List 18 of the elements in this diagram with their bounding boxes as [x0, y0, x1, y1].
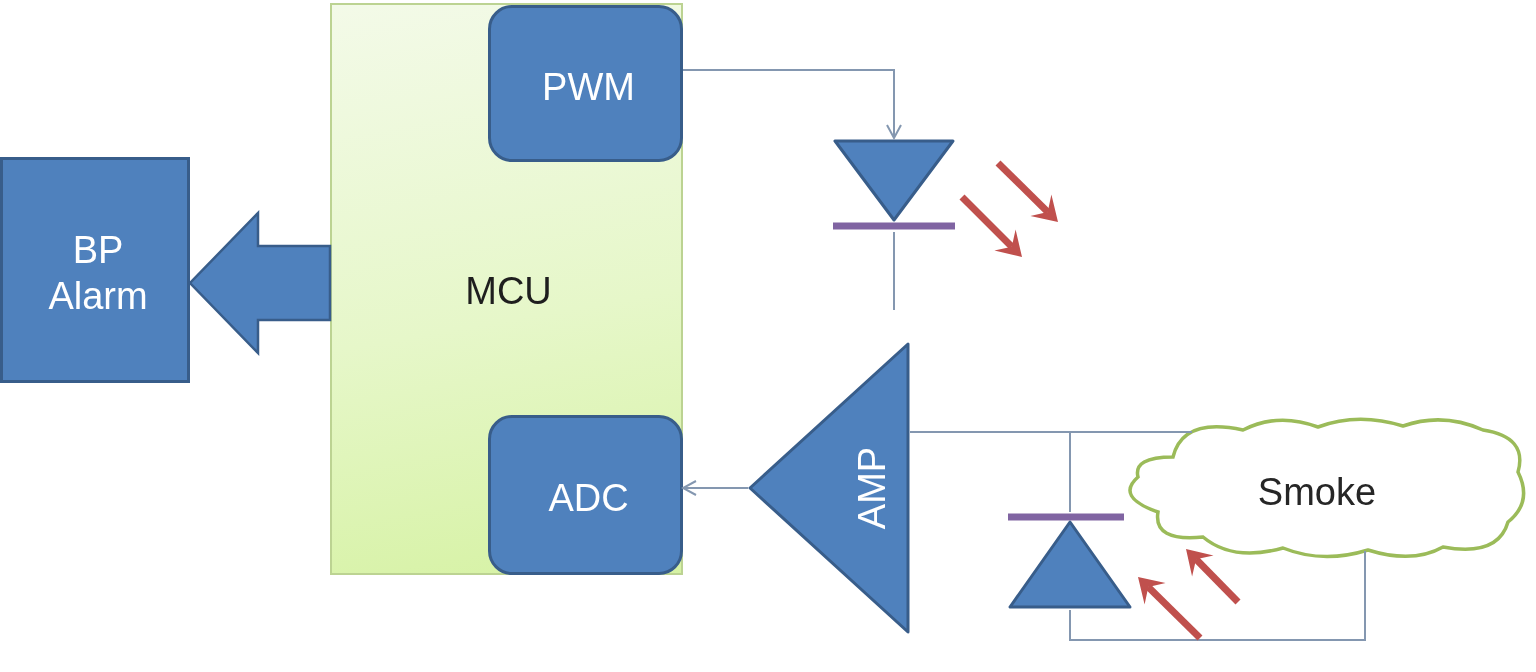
diode-symbol — [833, 138, 955, 232]
node-label: BP Alarm — [48, 227, 148, 319]
connector-line — [893, 231, 895, 311]
device-box — [0, 157, 190, 383]
connector-line — [909, 431, 1193, 433]
node-label: PWM — [542, 64, 635, 110]
connector-line — [1069, 550, 1366, 641]
node-label: Smoke — [1257, 469, 1377, 515]
arrow — [682, 480, 749, 496]
node-label: ADC — [548, 475, 629, 521]
node-label: AMP — [849, 446, 894, 530]
diode-symbol — [1008, 512, 1132, 610]
node-label: MCU — [465, 268, 552, 314]
controller-panel — [330, 3, 683, 575]
module-box — [488, 415, 683, 575]
block-arrow — [188, 209, 332, 357]
arrow — [682, 69, 902, 139]
module-box — [488, 5, 683, 162]
